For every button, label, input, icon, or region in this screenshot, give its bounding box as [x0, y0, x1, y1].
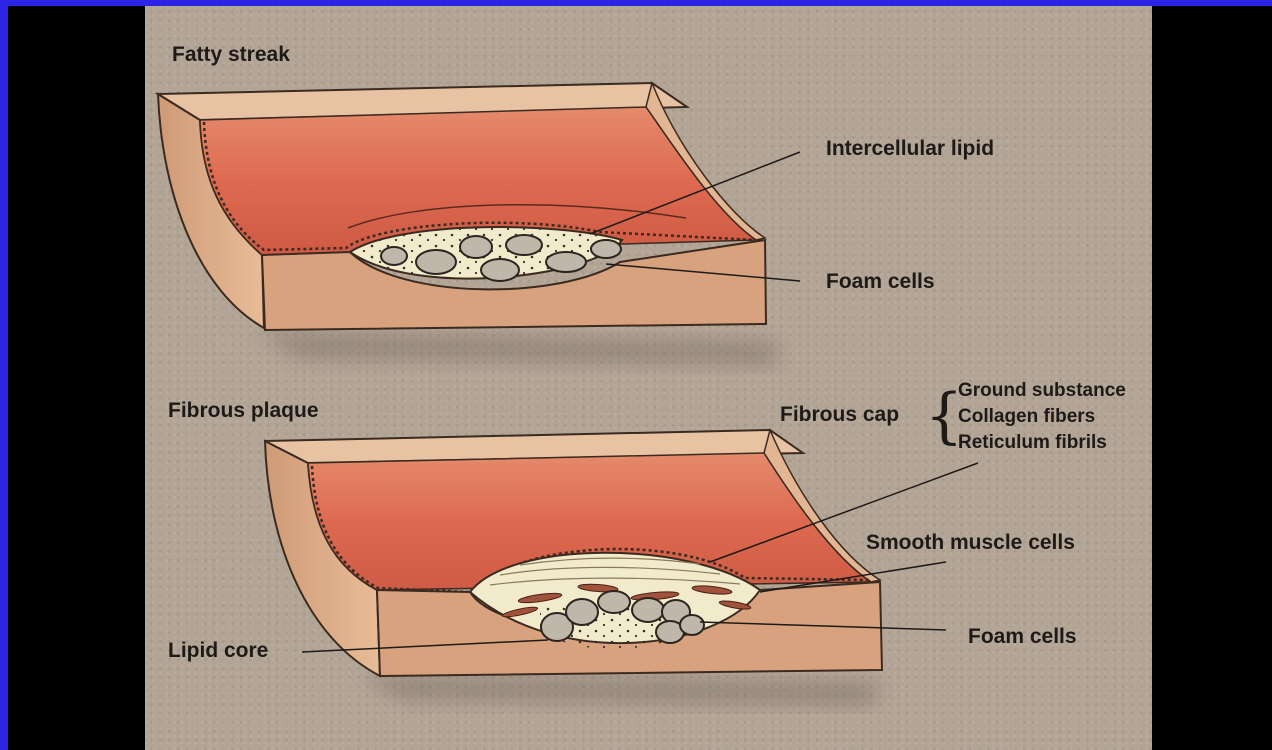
fibrous-cap-component: Collagen fibers — [958, 407, 1095, 426]
fatty-streak-title: Fatty streak — [172, 44, 290, 65]
foam-cell — [598, 591, 630, 613]
foam-cell — [416, 250, 456, 274]
foam-cell — [566, 599, 598, 625]
foam-cell — [381, 247, 407, 265]
block-shadow — [255, 332, 780, 365]
foam-cell — [680, 615, 704, 635]
foam-cell — [632, 598, 664, 622]
foam-cells-label-top: Foam cells — [826, 271, 935, 292]
fibrous-cap-label: Fibrous cap — [780, 404, 899, 425]
foam-cell — [481, 259, 519, 281]
smooth-muscle-cells-label: Smooth muscle cells — [866, 532, 1075, 553]
foam-cell — [460, 236, 492, 258]
foam-cell — [591, 240, 621, 258]
intercellular-lipid-label: Intercellular lipid — [826, 138, 994, 159]
lipid-core-label: Lipid core — [168, 640, 268, 661]
fibrous-cap-component: Reticulum fibrils — [958, 433, 1107, 452]
fibrous-plaque-title: Fibrous plaque — [168, 400, 319, 421]
foam-cell — [546, 252, 586, 272]
foam-cells-label-bottom: Foam cells — [968, 626, 1077, 647]
fibrous-cap-component: Ground substance — [958, 381, 1126, 400]
fibrous-plaque-block — [265, 430, 978, 705]
foam-cell — [506, 235, 542, 255]
block-shadow — [360, 675, 880, 705]
fatty-streak-block — [158, 83, 800, 365]
